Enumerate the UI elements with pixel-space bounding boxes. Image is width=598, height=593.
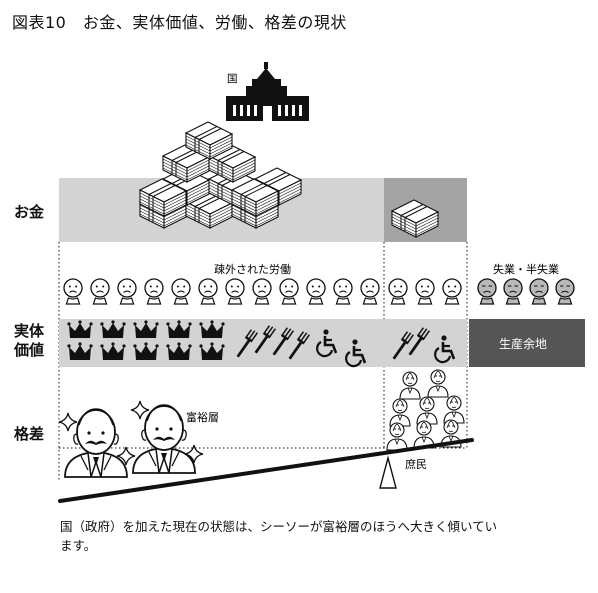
sad-face-icon [90, 278, 110, 305]
person-icon [416, 396, 438, 425]
sad-face-icon [117, 278, 137, 305]
sad-face-icon [198, 278, 218, 305]
figure-caption: 国（政府）を加えた現在の状態は、シーソーが富裕層のほうへ大きく傾いています。 [60, 519, 498, 553]
sad-face-icon [144, 278, 164, 305]
alienated-labor-label: 疎外された労働 [214, 262, 291, 276]
person-icon [413, 420, 435, 449]
gray-face-icon [529, 278, 549, 305]
row-label-gap: 格差 [14, 425, 45, 443]
person-icon [427, 369, 449, 398]
common-people-group [386, 369, 465, 451]
unemployment-label: 失業・半失業 [493, 262, 559, 276]
gray-face-icon [555, 278, 575, 305]
wealthy-label: 富裕層 [186, 410, 219, 424]
common-people-label: 庶民 [405, 457, 427, 471]
person-icon [399, 371, 421, 400]
figure-title: 図表10 お金、実体価値、労働、格差の現状 [12, 13, 347, 32]
sad-face-icon [388, 278, 408, 305]
rich-man-icon [64, 408, 128, 478]
sad-face-icon [360, 278, 380, 305]
worker-faces [63, 278, 462, 305]
wealthy-figures [58, 400, 204, 478]
person-icon [443, 395, 465, 424]
gray-face-icon [477, 278, 497, 305]
sad-face-icon [63, 278, 83, 305]
sad-face-icon [306, 278, 326, 305]
sad-face-icon [415, 278, 435, 305]
state-label-text: 国 [227, 73, 238, 85]
gray-face-icon [503, 278, 523, 305]
row-label-real-value-1: 実体 [14, 322, 45, 340]
fulcrum-icon [379, 455, 397, 489]
unemployed-faces [477, 278, 575, 305]
person-icon [386, 422, 408, 451]
production-surplus-label: 生産余地 [499, 336, 547, 351]
sad-face-icon [225, 278, 245, 305]
sparkle-icon [130, 400, 150, 420]
person-icon [389, 398, 411, 427]
sad-face-icon [333, 278, 353, 305]
row-label-real-value-2: 価値 [14, 341, 45, 359]
production-surplus-box [469, 319, 585, 367]
sad-face-icon [171, 278, 191, 305]
parliament-building-icon [226, 62, 309, 121]
state-label: 国 [227, 73, 238, 85]
banknote-stack-icon [139, 121, 302, 229]
sad-face-icon [279, 278, 299, 305]
sad-face-icon [442, 278, 462, 305]
row-label-money: お金 [14, 203, 45, 221]
sparkle-icon [58, 412, 78, 432]
sad-face-icon [252, 278, 272, 305]
seesaw-board [58, 438, 474, 503]
